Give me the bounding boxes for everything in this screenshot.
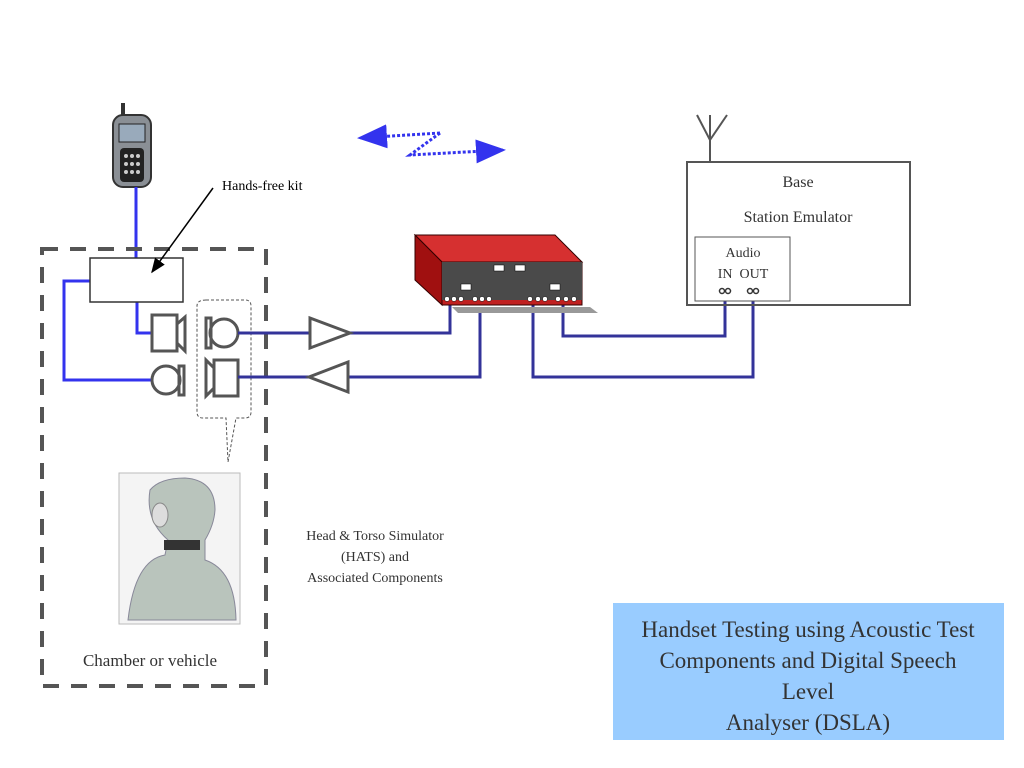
kit-loudspeaker-icon (150, 313, 187, 355)
hands-free-wires (62, 187, 152, 382)
hats-head-image (118, 472, 241, 625)
hats-callout-bubble (196, 299, 252, 463)
title-line-3: Level (782, 679, 834, 704)
audio-connectors-icon (718, 287, 760, 295)
chamber-boundary (40, 247, 268, 688)
hands-free-pointer-arrow (151, 187, 214, 274)
hats-mouth-speaker-icon (204, 356, 240, 400)
title-box (613, 603, 1004, 740)
analyser-wires (238, 293, 755, 379)
amplifier-out-icon (308, 315, 355, 351)
title-line-1: Handset Testing using Acoustic Test (641, 617, 975, 642)
chamber-label: Chamber or vehicle (83, 651, 217, 670)
amplifier-in-icon (304, 359, 350, 395)
hats-ear-microphone-icon (204, 316, 240, 350)
hats-label-line3: Associated Components (307, 571, 443, 586)
hats-label-line2: (HATS) and (341, 550, 409, 565)
hands-free-kit-label: Hands-free kit (222, 179, 303, 194)
wireless-link-icon (357, 124, 506, 164)
hats-label-line1: Head & Torso Simulator (306, 529, 444, 544)
in-out-label: IN OUT (718, 267, 769, 282)
hands-free-kit-box (89, 257, 184, 303)
antenna-icon (696, 114, 728, 162)
title-line-2: Components and Digital Speech (659, 648, 957, 673)
audio-port-panel (694, 236, 791, 302)
base-station-label-line2: Station Emulator (744, 209, 854, 226)
base-station-emulator-box (686, 161, 911, 306)
kit-microphone-icon (150, 364, 186, 397)
mobile-phone-icon (112, 103, 152, 188)
title-line-4: Analyser (DSLA) (726, 710, 890, 735)
base-station-label-line1: Base (782, 174, 813, 191)
audio-label: Audio (726, 246, 761, 261)
dsla-analyser-device (413, 233, 598, 313)
